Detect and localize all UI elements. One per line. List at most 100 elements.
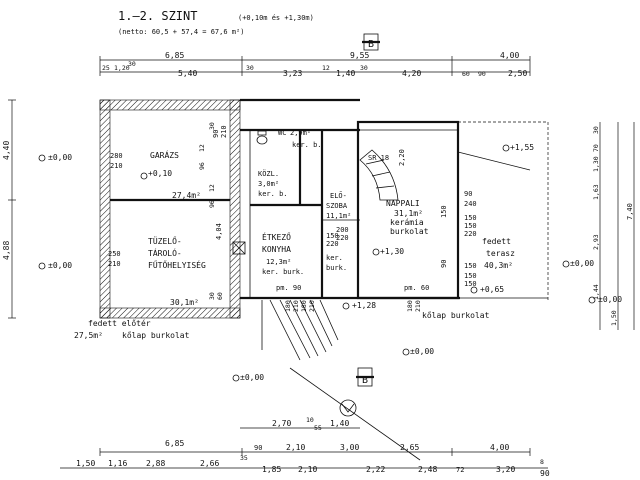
open-25: 180 bbox=[300, 300, 308, 312]
room-lobby-2: SZOBA bbox=[326, 202, 348, 210]
open-19: 90 bbox=[440, 260, 448, 268]
room-terrace-2: terasz bbox=[486, 249, 515, 258]
open-22: 150 bbox=[440, 205, 448, 218]
dim-bot-r3-6: 1,85 bbox=[262, 465, 281, 474]
dim-bot-r3-7: 2,10 bbox=[298, 465, 317, 474]
room-wc-area: 2,9m² bbox=[290, 129, 311, 137]
open-18: 150 bbox=[464, 262, 477, 270]
level-8: ±0,00 bbox=[570, 259, 594, 268]
dim-top-r2-5: 30 bbox=[246, 64, 254, 72]
dim-top-3: 4,00 bbox=[500, 51, 519, 60]
dim-bot-r3-12: 8 bbox=[540, 458, 544, 466]
dim-bot-r3-2: 1,16 bbox=[108, 459, 127, 468]
dim-bot-r1-1: 2,70 bbox=[272, 419, 291, 428]
room-wc: WC bbox=[278, 129, 286, 137]
room-terrace-area: 40,3m² bbox=[484, 261, 513, 270]
open-27: pm. 90 bbox=[276, 284, 301, 292]
dim-top-r2-13: 2,50 bbox=[508, 69, 527, 78]
dim-bot-r2-5: 2,65 bbox=[400, 443, 419, 452]
dim-bot-r3-13: 90 bbox=[540, 469, 550, 478]
open-15: 90 bbox=[464, 190, 472, 198]
room-porch: fedett előtér bbox=[88, 318, 151, 328]
room-boiler-2: TÁROLÓ- bbox=[148, 247, 182, 258]
chimney bbox=[232, 241, 246, 255]
room-kitchen-2: KONYHA bbox=[262, 245, 291, 254]
section-mark-top: B bbox=[362, 33, 380, 51]
open-11: 200 bbox=[336, 226, 349, 234]
opening-labels: 280 210 250 210 90 210 180 210 150 220 2… bbox=[108, 122, 477, 312]
dim-bot-r2-4: 3,00 bbox=[340, 443, 359, 452]
drawing-netto: (netto: 60,5 + 57,4 = 67,6 m²) bbox=[118, 28, 244, 36]
open-24: 210 bbox=[414, 300, 422, 312]
dim-top-r2-6: 3,23 bbox=[283, 69, 302, 78]
room-pantry-2: burk. bbox=[326, 264, 347, 272]
dim-top-r2-1: 25 bbox=[102, 64, 110, 72]
room-living-floor2: burkolat bbox=[390, 227, 429, 236]
room-living: NAPPALI bbox=[386, 199, 420, 208]
open-17: 150 bbox=[464, 214, 477, 222]
dim-right-4: 1,63 bbox=[592, 184, 600, 200]
level-3: +1,55 bbox=[510, 143, 534, 152]
level-1: ±0,00 bbox=[48, 153, 72, 162]
level-5: +0,65 bbox=[480, 285, 504, 294]
room-living-floor: kerámia bbox=[390, 218, 424, 227]
open-8: 210 bbox=[292, 300, 300, 312]
dim-top-2: 9,55 bbox=[350, 51, 369, 60]
open-3: 250 bbox=[108, 250, 121, 258]
room-boiler-3: FŰTŐHELYISÉG bbox=[148, 259, 206, 270]
open-13: 150 bbox=[464, 222, 477, 230]
dim-top-r2-11: 60 bbox=[462, 70, 470, 78]
wc-fixtures bbox=[256, 130, 268, 145]
dim-top-r2-12: 90 bbox=[478, 70, 486, 78]
open-23: 180 bbox=[406, 300, 414, 312]
room-lobby-area: 11,1m² bbox=[326, 212, 351, 220]
dim-bot-r3-5: 35 bbox=[240, 454, 248, 462]
dim-top-r2-8: 1,40 bbox=[336, 69, 355, 78]
open-26: 210 bbox=[308, 300, 316, 312]
room-kitchen-floor: ker. burk. bbox=[262, 268, 304, 276]
room-pantry-1: ker. bbox=[326, 254, 343, 262]
dim-top-r2-4: 5,40 bbox=[178, 69, 197, 78]
room-porch-area: 27,5m² bbox=[74, 331, 103, 340]
top-dimension-lines: 6,85 9,55 4,00 25 1,20 30 5,40 30 3,23 1… bbox=[99, 51, 531, 78]
bottom-dimension-lines: 2,70 10 55 1,40 6,85 90 2,10 3,00 2,65 4… bbox=[60, 416, 550, 478]
dim-left-2: 4,88 bbox=[2, 241, 11, 260]
room-garage: GARÁZS bbox=[150, 149, 179, 160]
room-garage-area: 27,4m² bbox=[172, 191, 201, 200]
level-10: ±0,00 bbox=[240, 373, 264, 382]
room-boiler-1: TÜZELŐ- bbox=[148, 236, 182, 246]
open-6: 210 bbox=[220, 125, 228, 138]
dim-bot-r1-2: 10 bbox=[306, 416, 314, 424]
building-walls bbox=[99, 98, 549, 319]
room-hall: KÖZL. bbox=[258, 169, 279, 178]
open-4: 210 bbox=[108, 260, 121, 268]
dim-bot-r3-1: 1,50 bbox=[76, 459, 95, 468]
dim-bot-r3-8: 2,22 bbox=[366, 465, 385, 474]
dim-top-1: 6,85 bbox=[165, 51, 184, 60]
level-11: ±0,00 bbox=[410, 347, 434, 356]
open-38: 60 bbox=[216, 292, 224, 300]
stairs bbox=[261, 149, 399, 361]
dim-bot-r3-9: 2,48 bbox=[418, 465, 437, 474]
dim-bot-r1-3: 55 bbox=[314, 424, 322, 432]
dim-top-r2-9: 30 bbox=[360, 64, 368, 72]
room-boiler-area: 30,1m² bbox=[170, 298, 199, 307]
open-29: SR 18 bbox=[368, 154, 389, 162]
open-12: 220 bbox=[336, 234, 349, 242]
level-2: +0,10 bbox=[148, 169, 172, 178]
dim-right-2: 70 bbox=[592, 144, 600, 152]
open-34: 96 bbox=[208, 200, 216, 208]
dim-left-1: 4,40 bbox=[2, 141, 11, 160]
room-hall-area: 3,0m² bbox=[258, 180, 279, 188]
open-35: 12 bbox=[208, 184, 216, 192]
open-1: 280 bbox=[110, 152, 123, 160]
level-markers: ±0,00 +0,10 +1,55 +1,30 +0,65 +1,28 ±0,0… bbox=[38, 143, 622, 382]
dim-bot-r2-2: 90 bbox=[254, 444, 262, 452]
open-5: 90 bbox=[212, 130, 220, 138]
dim-top-r2-2: 1,20 bbox=[114, 64, 130, 72]
dim-right-3: 1,30 bbox=[592, 156, 600, 172]
level-6: +1,28 bbox=[352, 301, 376, 310]
room-wc-floor: ker. b. bbox=[292, 141, 322, 149]
dim-bot-r2-6: 4,00 bbox=[490, 443, 509, 452]
